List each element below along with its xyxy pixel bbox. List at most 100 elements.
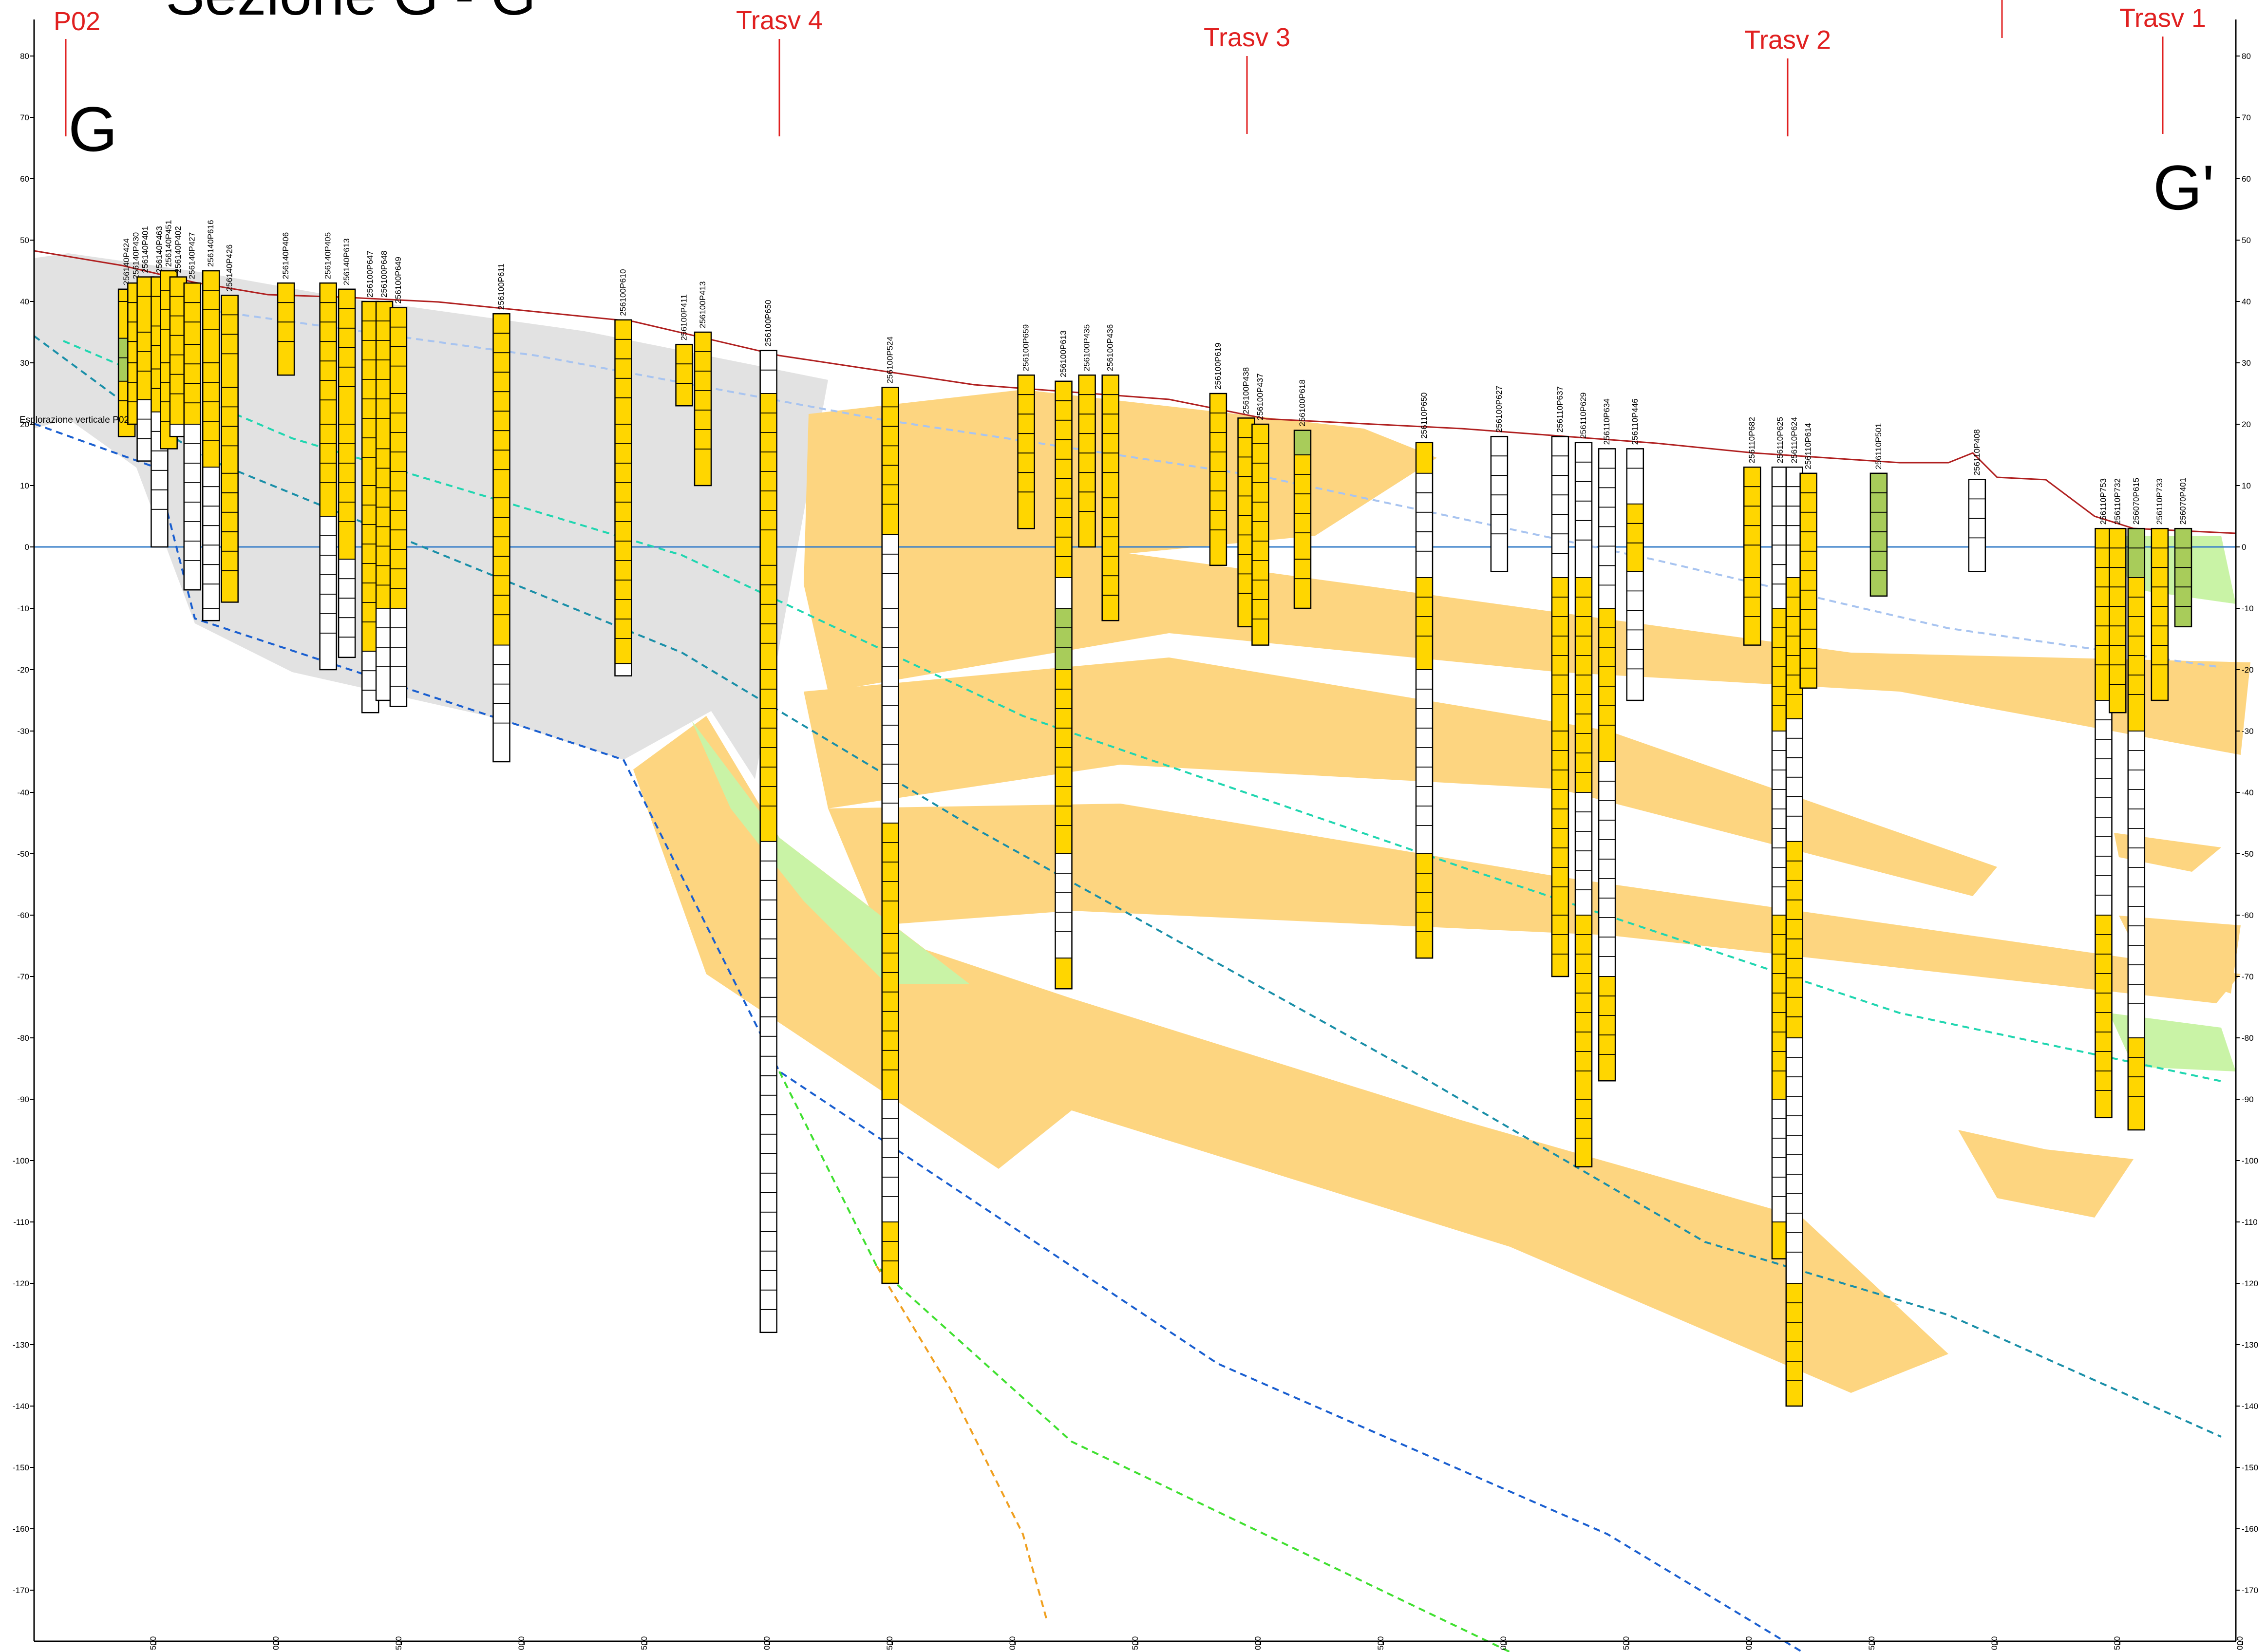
borehole-outline (1869, 472, 1888, 597)
borehole-layer (319, 282, 337, 425)
borehole-id-label: 256100P436 (1106, 324, 1115, 371)
left-tick-label: 50 (20, 236, 29, 245)
borehole-layer (202, 608, 220, 621)
right-tick-label: -80 (2242, 1033, 2254, 1043)
p02-marker: P02 (54, 7, 100, 136)
borehole: 256140P406 (277, 232, 295, 376)
right-tick-label: -160 (2242, 1524, 2258, 1534)
left-tick-label: -90 (17, 1095, 29, 1104)
borehole-id-label: 256140P402 (173, 226, 183, 273)
borehole: 256100P649 (389, 257, 408, 707)
sand-body-2 (804, 545, 2250, 755)
right-tick-label: -70 (2242, 972, 2254, 981)
borehole: 256100P435 (1078, 324, 1096, 548)
borehole: 256140P405 (319, 232, 337, 671)
borehole-layer (2095, 915, 2113, 1118)
borehole-layer (1101, 375, 1119, 499)
sand-body-1 (804, 390, 1437, 584)
borehole-outline (1799, 472, 1817, 689)
borehole-id-label: 256110P408 (1972, 429, 1982, 475)
borehole-layer (2109, 528, 2127, 713)
bottom-tick-label: 000 (1990, 1636, 1999, 1650)
borehole: 256100P618 (1293, 379, 1312, 609)
borehole-layer (1743, 467, 1761, 578)
borehole-outline (694, 331, 712, 487)
borehole-outline (614, 319, 632, 676)
borehole-id-label: 256100P648 (379, 251, 389, 298)
borehole: 256100P411 (675, 294, 693, 407)
borehole-layer (492, 313, 510, 499)
borehole-layer (1575, 1099, 1592, 1167)
borehole: 256100P627 (1490, 386, 1509, 572)
borehole-outline (1101, 374, 1119, 621)
section-end-label: G' (2153, 152, 2214, 223)
borehole-id-label: 256070P615 (2132, 478, 2141, 525)
right-tick-label: 40 (2242, 297, 2251, 306)
borehole-id-label: 256110P634 (1602, 398, 1611, 445)
borehole-layer (1416, 442, 1433, 474)
borehole-layer (881, 1221, 899, 1284)
borehole-id-label: 256110P614 (1804, 423, 1813, 469)
borehole-id-label: 256110P637 (1555, 386, 1565, 432)
left-tick-label: -30 (17, 727, 29, 736)
bottom-tick-label: 500 (1376, 1636, 1385, 1650)
borehole-outline (1293, 430, 1312, 609)
borehole: 256110P446 (1626, 398, 1644, 701)
left-tick-label: -160 (13, 1524, 29, 1534)
right-tick-label: -10 (2242, 604, 2254, 613)
borehole: 256110P682 (1743, 417, 1761, 646)
borehole-id-label: 256070P401 (2178, 478, 2188, 525)
borehole-layer (1785, 841, 1803, 1038)
borehole: 256100P437 (1251, 374, 1269, 646)
dashed-line-orange (876, 1265, 1048, 1622)
right-tick-label: 50 (2242, 236, 2251, 245)
borehole-id-label: 256140P616 (206, 220, 215, 267)
left-tick-label: -10 (17, 604, 29, 613)
right-tick-label: -150 (2242, 1463, 2258, 1472)
borehole-outline (2109, 527, 2127, 713)
borehole-id-label: 256140P401 (141, 226, 150, 273)
right-tick-label: 0 (2242, 543, 2246, 552)
borehole-id-label: 256100P613 (1059, 330, 1068, 377)
borehole: 256110P408 (1968, 429, 1986, 572)
borehole-layer (759, 393, 777, 566)
borehole-id-label: 256100P618 (1298, 379, 1307, 426)
borehole-id-label: 256100P650 (764, 300, 773, 346)
borehole-layer (1055, 957, 1073, 990)
borehole-layer (759, 350, 777, 394)
right-tick-label: -50 (2242, 849, 2254, 859)
right-tick-label: 70 (2242, 113, 2251, 122)
borehole-outline (1078, 374, 1096, 548)
left-tick-label: 10 (20, 481, 29, 490)
left-tick-label: -170 (13, 1586, 29, 1595)
borehole-id-label: 256140P406 (281, 232, 290, 279)
borehole: 256100P524 (881, 337, 899, 1284)
borehole: 256140P426 (221, 244, 239, 603)
borehole-layer (1078, 375, 1096, 547)
borehole-outline (1574, 442, 1593, 1167)
right-tick-label: -90 (2242, 1095, 2254, 1104)
right-tick-label: -170 (2242, 1586, 2258, 1595)
borehole-id-label: 256140P613 (342, 238, 351, 285)
left-tick-label: 30 (20, 358, 29, 368)
trasv-label: Trasv 3 (1204, 23, 1290, 52)
borehole-layer (1785, 1037, 1803, 1284)
borehole-layer (319, 424, 337, 517)
borehole-layer (1743, 577, 1761, 646)
borehole-outline (319, 282, 337, 671)
borehole-layer (1416, 472, 1433, 578)
bottom-tick-label: 500 (640, 1636, 649, 1650)
borehole: 256110P634 (1598, 398, 1616, 1082)
bottom-tick-label: 000 (271, 1636, 281, 1650)
right-tick-label: -40 (2242, 788, 2254, 797)
borehole-layer (1055, 380, 1073, 578)
left-axis: 80706050403020100-10-20-30-40-50-60-70-8… (13, 19, 35, 1641)
p02-label: P02 (54, 7, 100, 36)
borehole-outline (881, 387, 899, 1284)
borehole-layer (1416, 577, 1433, 670)
bottom-tick-label: 500 (1622, 1636, 1631, 1650)
borehole: 256070P615 (2127, 478, 2146, 1131)
left-tick-label: 0 (25, 543, 29, 552)
